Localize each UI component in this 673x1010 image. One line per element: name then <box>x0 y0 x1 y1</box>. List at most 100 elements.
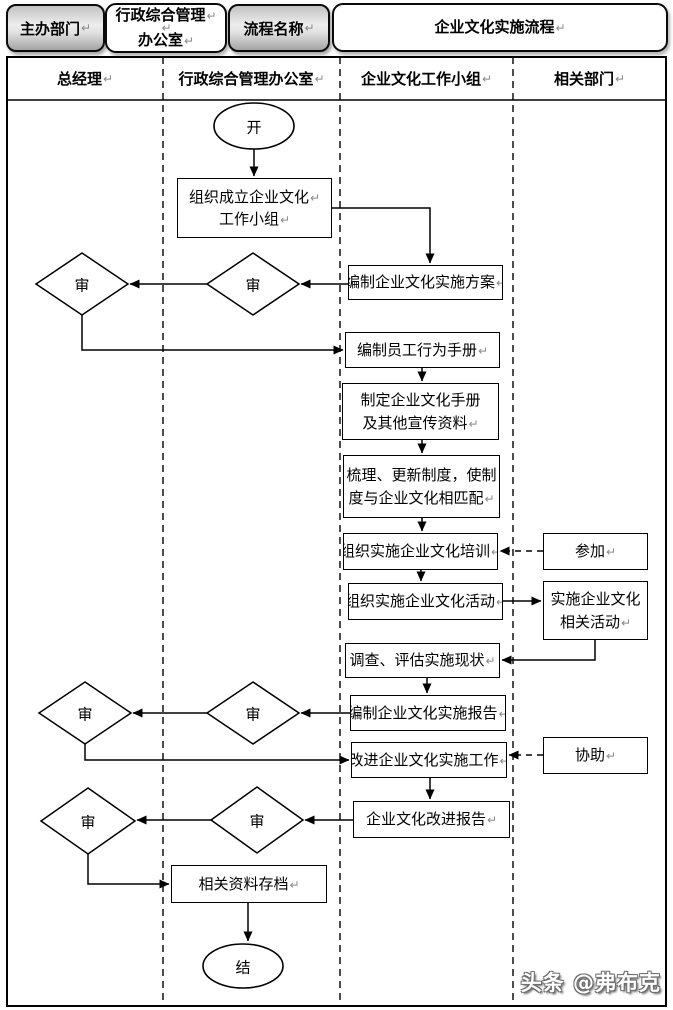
return-mark: ↵ <box>491 545 497 559</box>
table-border <box>6 56 667 1007</box>
process-join: 参加↵ <box>543 533 648 570</box>
review-diamond-label: 审 <box>245 705 261 724</box>
process-text: 参加 <box>574 542 605 561</box>
review-diamond-label: 审 <box>77 705 93 724</box>
return-mark: ↵ <box>80 21 92 35</box>
return-mark: ↵ <box>102 71 114 86</box>
lane-dividers <box>162 57 514 1006</box>
process-compile-plan: 编制企业文化实施方案↵ <box>348 265 503 300</box>
process-text: 协助 <box>574 746 605 765</box>
review-diamond-label: 审 <box>80 813 96 832</box>
lane-header-text: 企业文化工作小组 <box>360 70 481 88</box>
process-line: 参加↵ <box>575 540 616 563</box>
review-diamond-label: 审 <box>249 812 265 831</box>
review-diamond-label: 审 <box>245 276 261 295</box>
decision-diamonds <box>34 252 305 855</box>
lane-header-admin-office: 行政综合管理办公室↵ <box>163 57 340 100</box>
return-mark: ↵ <box>304 21 315 35</box>
end-ellipse <box>202 943 284 989</box>
review-diamond-label: 审 <box>74 276 90 295</box>
lane-header-text: 行政综合管理办公室 <box>178 70 314 88</box>
return-mark: ↵ <box>314 71 325 86</box>
process-line: 组织成立企业文化↵ <box>189 186 320 209</box>
return-mark: ↵ <box>183 33 195 48</box>
process-improve: 改进企业文化实施工作↵ <box>351 742 507 778</box>
process-update-rules: 梳理、更新制度，使制 度与企业文化相匹配↵ <box>343 455 500 518</box>
end-node-label: 结 <box>235 958 251 977</box>
owner-dept-label-text: 主办部门 <box>19 19 80 38</box>
process-text: 梳理、更新制度，使制 <box>346 466 497 484</box>
process-text: 组织实施企业文化培训 <box>343 542 490 561</box>
process-text: 改进企业文化实施工作 <box>351 750 499 769</box>
return-mark: ↵ <box>309 190 321 205</box>
process-line: 相关活动↵ <box>560 611 631 634</box>
process-survey: 调查、评估实施现状↵ <box>345 643 500 678</box>
return-mark: ↵ <box>496 276 502 290</box>
process-assist: 协助↵ <box>543 737 648 774</box>
return-mark: ↵ <box>496 595 502 609</box>
process-text: 组织成立企业文化 <box>188 187 309 206</box>
return-mark: ↵ <box>161 20 172 35</box>
owner-dept-value-midline: ↵ <box>160 22 171 34</box>
decision-diamond-office-row3 <box>209 786 305 854</box>
process-line: 组织实施企业文化活动↵ <box>348 590 502 613</box>
process-text: 度与企业文化相匹配 <box>348 488 484 507</box>
process-setup-team: 组织成立企业文化↵ 工作小组↵ <box>177 178 332 238</box>
process-text: 实施企业文化 <box>550 590 641 608</box>
lane-header-culture-team: 企业文化工作小组↵ <box>340 57 513 100</box>
decision-diamond-office-row2 <box>205 681 301 745</box>
return-mark: ↵ <box>481 71 493 86</box>
process-line: 工作小组↵ <box>219 208 290 231</box>
process-text: 工作小组 <box>218 210 279 228</box>
owner-dept-value-text2: 办公室 <box>137 30 183 49</box>
decision-diamond-gm-row3 <box>39 787 137 855</box>
process-line: 度与企业文化相匹配↵ <box>348 487 494 510</box>
dashed-connectors <box>499 546 543 760</box>
process-activity: 组织实施企业文化活动↵ <box>348 583 503 620</box>
process-text: 组织实施企业文化活动 <box>348 592 495 611</box>
owner-dept-value-text1: 行政综合管理 <box>115 5 206 24</box>
lane-header-text: 相关部门 <box>553 70 614 88</box>
decision-diamond-gm-row2 <box>37 681 133 745</box>
process-text: 相关资料存档 <box>198 874 289 893</box>
lane-header-related-depts: 相关部门↵ <box>513 57 666 100</box>
process-name-field-label: 流程名称↵ <box>228 4 330 52</box>
return-mark: ↵ <box>289 877 300 892</box>
process-staff-manual: 编制员工行为手册↵ <box>345 332 500 368</box>
owner-dept-field-value: 行政综合管理↵ ↵ 办公室↵ <box>105 3 227 53</box>
process-line: 制定企业文化手册 <box>360 389 480 412</box>
flow-connectors <box>81 149 596 942</box>
return-mark: ↵ <box>468 416 479 431</box>
process-archive: 相关资料存档↵ <box>171 865 327 903</box>
process-text: 编制员工行为手册 <box>356 340 477 359</box>
lane-header-general-manager: 总经理↵ <box>7 57 163 100</box>
process-line: 组织实施企业文化培训↵ <box>343 540 497 563</box>
process-name-value-line: 企业文化实施流程↵ <box>434 18 566 37</box>
return-mark: ↵ <box>485 654 496 669</box>
process-line: 相关资料存档↵ <box>198 873 299 896</box>
process-text: 制定企业文化手册 <box>360 391 481 409</box>
owner-dept-field-label: 主办部门↵ <box>6 4 105 52</box>
process-line: 企业文化改进报告↵ <box>366 808 497 831</box>
process-impl-report: 编制企业文化实施报告↵ <box>350 695 506 731</box>
connector-impl-survey <box>501 640 596 665</box>
return-mark: ↵ <box>499 754 506 768</box>
start-node-label: 开 <box>246 118 262 137</box>
return-mark: ↵ <box>555 20 566 35</box>
process-line: 梳理、更新制度，使制 <box>346 464 496 487</box>
decision-diamond-office-row1 <box>205 252 301 316</box>
return-mark: ↵ <box>498 707 505 721</box>
process-line: 调查、评估实施现状↵ <box>349 649 495 672</box>
process-text: 及其他宣传资料 <box>362 413 468 432</box>
process-name-label-text: 流程名称 <box>243 19 304 38</box>
process-impl-activity: 实施企业文化 相关活动↵ <box>543 581 648 640</box>
process-text: 相关活动 <box>559 612 620 631</box>
process-text: 编制企业文化实施报告 <box>350 703 498 722</box>
process-text: 调查、评估实施现状 <box>349 651 485 670</box>
return-mark: ↵ <box>605 749 617 764</box>
start-ellipse <box>213 102 295 150</box>
return-mark: ↵ <box>477 343 489 358</box>
decision-diamond-gm-row1 <box>34 252 130 316</box>
